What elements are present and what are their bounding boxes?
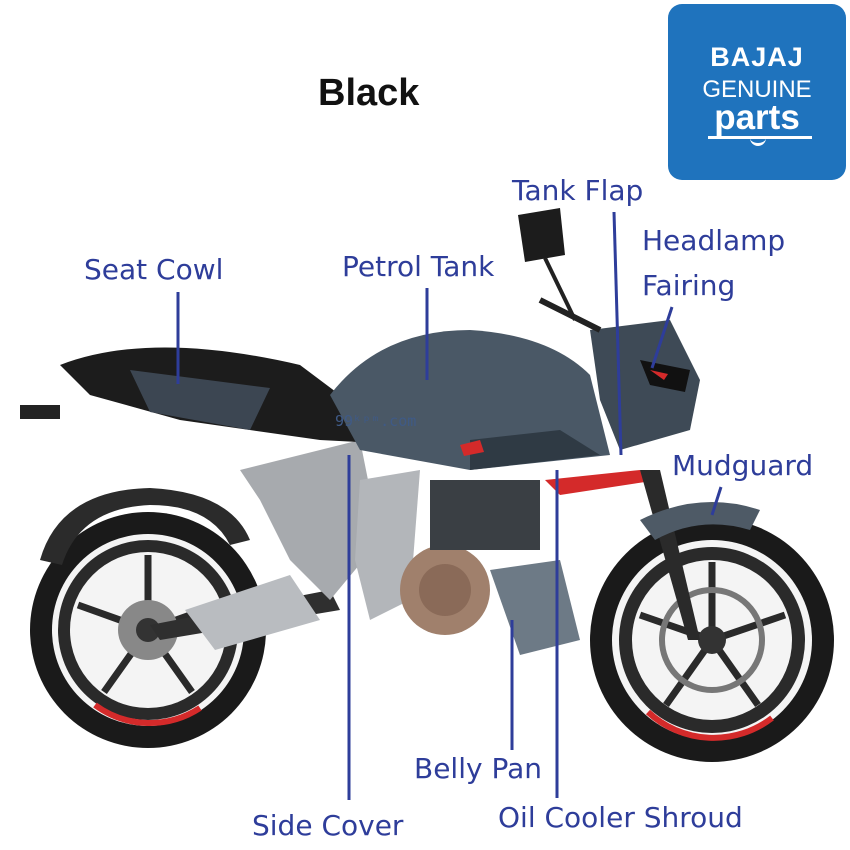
front-wheel	[590, 518, 834, 762]
label-side-cover: Side Cover	[252, 809, 404, 842]
watermark: 99ᵏᵖᵐ.com	[335, 412, 417, 430]
bajaj-genuine-parts-logo: BAJAJ GENUINE parts	[668, 4, 846, 180]
logo-line-1: BAJAJ	[710, 42, 804, 72]
tank-flap-leader	[612, 211, 623, 456]
color-title: Black	[318, 72, 420, 114]
label-oil-cooler-shroud: Oil Cooler Shroud	[498, 801, 743, 834]
label-mudguard: Mudguard	[672, 449, 814, 482]
label-headlamp: Headlamp	[642, 224, 786, 257]
logo-smile-mark	[750, 135, 766, 146]
label-petrol-tank: Petrol Tank	[342, 250, 495, 283]
logo-line-2: GENUINE	[702, 76, 812, 103]
mudguard-leader	[710, 486, 723, 516]
logo-line-3: parts	[714, 98, 800, 137]
rear-wheel	[30, 512, 266, 748]
label-belly-pan: Belly Pan	[414, 752, 542, 785]
label-seat-cowl: Seat Cowl	[84, 253, 224, 286]
headlamp-fairing-leader	[650, 306, 674, 369]
label-fairing: Fairing	[642, 269, 736, 302]
label-tank-flap: Tank Flap	[512, 174, 644, 207]
